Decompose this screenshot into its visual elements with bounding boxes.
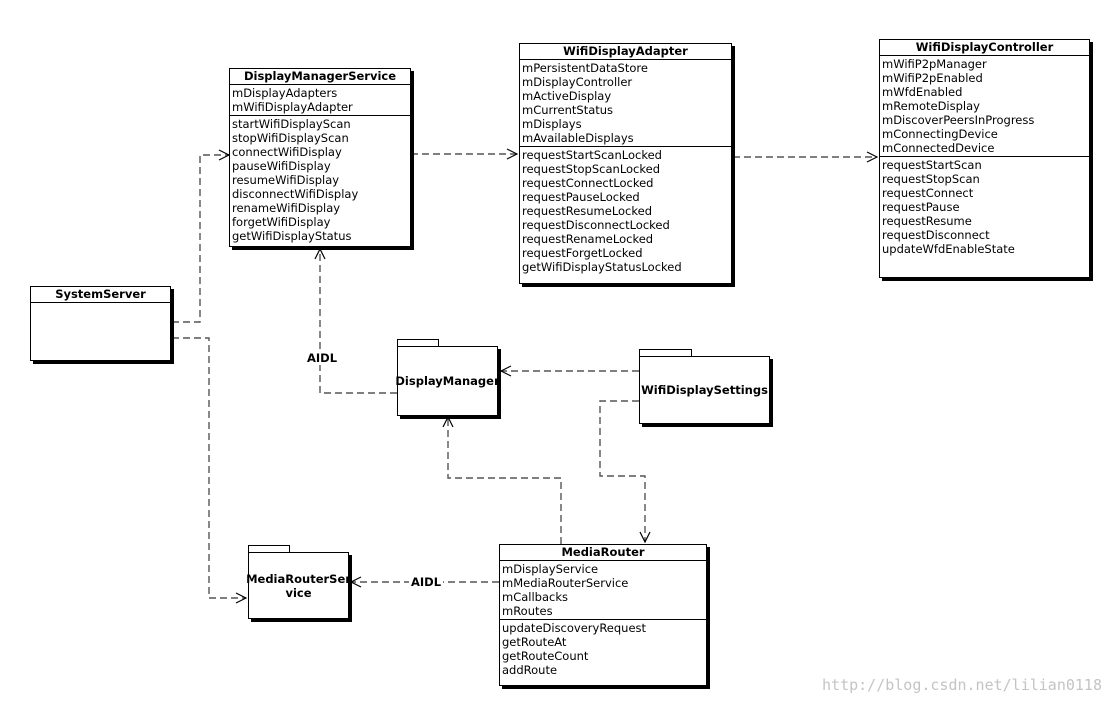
dep-systemserver-dms	[172, 155, 229, 323]
dep-systemserver-mediarouterservice	[172, 337, 246, 598]
methods-section: requestStartScanLocked requestStopScanLo…	[520, 147, 731, 275]
class-title: MediaRouter	[500, 545, 706, 561]
method: getRouteCount	[502, 649, 589, 663]
method: stopWifiDisplayScan	[232, 131, 349, 145]
attribute: mWfdEnabled	[882, 85, 963, 99]
package-name: MediaRouterSer vice	[246, 552, 351, 619]
attribute: mWifiDisplayAdapter	[232, 100, 353, 114]
method: requestForgetLocked	[522, 246, 643, 260]
attributes-section	[31, 303, 170, 307]
method: requestConnect	[882, 186, 974, 200]
attributes-section: mDisplayAdapters mWifiDisplayAdapter	[230, 85, 410, 116]
class-title: DisplayManagerService	[230, 69, 410, 85]
method: requestResume	[882, 214, 972, 228]
dep-mediarouter-displaymanager	[448, 417, 562, 544]
package-tab	[639, 349, 692, 357]
package-media-router-service[interactable]: MediaRouterSer vice	[246, 545, 351, 619]
attribute: mDisplayController	[522, 75, 633, 89]
method: requestStopScan	[882, 172, 980, 186]
package-tab	[248, 545, 290, 553]
method: getWifiDisplayStatus	[232, 229, 352, 243]
method: addRoute	[502, 663, 558, 677]
package-name: WifiDisplaySettings	[639, 356, 770, 424]
attribute: mAvailableDisplays	[522, 131, 634, 145]
method: requestConnectLocked	[522, 176, 654, 190]
method: updateDiscoveryRequest	[502, 621, 647, 635]
attributes-section: mDisplayService mMediaRouterService mCal…	[500, 561, 706, 620]
attribute: mDisplayAdapters	[232, 86, 338, 100]
package-wifi-display-settings[interactable]: WifiDisplaySettings	[639, 349, 770, 424]
methods-section: requestStartScan requestStopScan request…	[880, 157, 1089, 257]
method: requestDisconnect	[882, 228, 990, 242]
package-name-line: vice	[285, 585, 312, 600]
attribute: mPersistentDataStore	[522, 61, 648, 75]
dep-displaymanager-dms-aidl	[320, 249, 397, 394]
attribute: mDisplayService	[502, 562, 599, 576]
package-display-manager[interactable]: DisplayManager	[395, 339, 500, 416]
class-title: WifiDisplayAdapter	[520, 44, 731, 60]
package-name-line: MediaRouterSer	[246, 571, 351, 586]
class-title: WifiDisplayController	[880, 40, 1089, 56]
attribute: mDisplays	[522, 117, 582, 131]
method: requestDisconnectLocked	[522, 218, 670, 232]
method: disconnectWifiDisplay	[232, 187, 359, 201]
dep-wifisettings-mediarouter	[599, 400, 645, 542]
attribute: mRoutes	[502, 604, 553, 618]
method: requestStopScanLocked	[522, 162, 661, 176]
method: renameWifiDisplay	[232, 201, 341, 215]
method: requestStartScanLocked	[522, 148, 662, 162]
method: requestPause	[882, 200, 960, 214]
attribute: mConnectedDevice	[882, 141, 995, 155]
watermark: http://blog.csdn.net/lilian0118	[822, 676, 1102, 694]
method: forgetWifiDisplay	[232, 215, 331, 229]
attributes-section: mPersistentDataStore mDisplayController …	[520, 60, 731, 147]
package-name: DisplayManager	[395, 346, 500, 416]
method: requestResumeLocked	[522, 204, 653, 218]
method: getRouteAt	[502, 635, 567, 649]
attribute: mConnectingDevice	[882, 127, 998, 141]
methods-section: startWifiDisplayScan stopWifiDisplayScan…	[230, 116, 410, 244]
method: updateWfdEnableState	[882, 242, 1015, 256]
class-media-router[interactable]: MediaRouter mDisplayService mMediaRouter…	[499, 544, 707, 686]
method: requestStartScan	[882, 158, 982, 172]
class-title: SystemServer	[31, 287, 170, 303]
method: resumeWifiDisplay	[232, 173, 340, 187]
attribute: mWifiP2pEnabled	[882, 71, 983, 85]
attribute: mRemoteDisplay	[882, 99, 980, 113]
aidl-label-displaymanager: AIDL	[305, 351, 340, 365]
class-wifi-display-adapter[interactable]: WifiDisplayAdapter mPersistentDataStore …	[519, 43, 732, 284]
package-tab	[397, 339, 439, 347]
attribute: mDiscoverPeersInProgress	[882, 113, 1035, 127]
attribute: mCurrentStatus	[522, 103, 614, 117]
methods-section: updateDiscoveryRequest getRouteAt getRou…	[500, 620, 706, 678]
class-system-server[interactable]: SystemServer	[30, 286, 171, 361]
method: startWifiDisplayScan	[232, 117, 351, 131]
class-wifi-display-controller[interactable]: WifiDisplayController mWifiP2pManager mW…	[879, 39, 1090, 278]
method: requestRenameLocked	[522, 232, 654, 246]
attribute: mWifiP2pManager	[882, 57, 987, 71]
method: getWifiDisplayStatusLocked	[522, 260, 682, 274]
method: requestPauseLocked	[522, 190, 640, 204]
method: pauseWifiDisplay	[232, 159, 331, 173]
attribute: mMediaRouterService	[502, 576, 629, 590]
class-display-manager-service[interactable]: DisplayManagerService mDisplayAdapters m…	[229, 68, 411, 247]
attribute: mCallbacks	[502, 590, 568, 604]
attributes-section: mWifiP2pManager mWifiP2pEnabled mWfdEnab…	[880, 56, 1089, 157]
attribute: mActiveDisplay	[522, 89, 612, 103]
aidl-label-mediarouter: AIDL	[409, 575, 444, 589]
method: connectWifiDisplay	[232, 145, 342, 159]
